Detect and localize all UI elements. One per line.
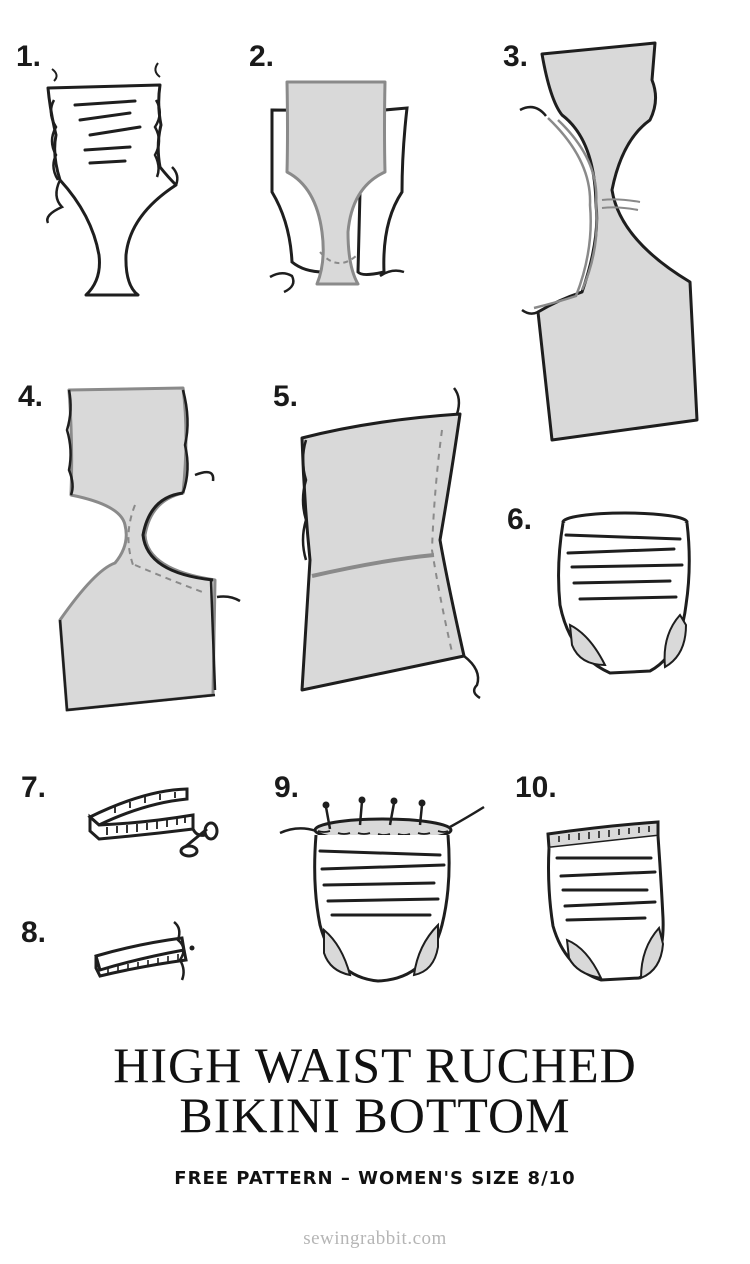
joined-front-back-piece-sketch-icon [500, 40, 710, 450]
assembled-bottom-sketch-icon [550, 505, 700, 685]
step-number-2: 2. [249, 42, 274, 72]
leg-openings-sewn-sketch-icon [55, 385, 250, 715]
step-number-7: 7. [21, 773, 46, 803]
pattern-title-line-1: HIGH WAIST RUCHED [0, 1040, 750, 1090]
finished-bottom-sketch-icon [543, 818, 673, 993]
step-number-4: 4. [18, 382, 43, 412]
side-seam-sketch-icon [292, 380, 487, 700]
website-credit: sewingrabbit.com [0, 1228, 750, 1250]
step-number-6: 6. [507, 505, 532, 535]
measure-elastic-sketch-icon [85, 785, 225, 870]
pattern-title-line-2: BIKINI BOTTOM [0, 1090, 750, 1140]
elastic-loop-sketch-icon [92, 918, 202, 986]
step-number-8: 8. [21, 918, 46, 948]
lining-piece-sketch-icon [262, 72, 422, 302]
ruched-front-piece-sketch-icon [30, 55, 200, 305]
pin-waistband-sketch-icon [278, 795, 488, 995]
pattern-subtitle: FREE PATTERN – WOMEN'S SIZE 8/10 [0, 1168, 750, 1189]
step-number-10: 10. [515, 773, 557, 803]
pattern-title: HIGH WAIST RUCHED BIKINI BOTTOM [0, 1040, 750, 1140]
